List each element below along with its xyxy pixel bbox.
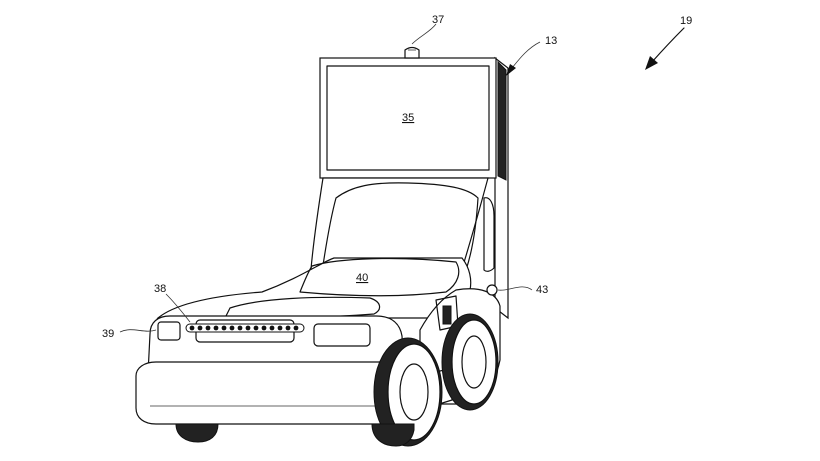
label-35: 35 [402, 112, 414, 124]
reference-numerals: 19 13 37 35 40 38 39 43 [102, 14, 692, 340]
reference-arrow-19 [645, 27, 685, 70]
label-40: 40 [356, 272, 368, 284]
label-19: 19 [680, 15, 692, 27]
wheels [175, 313, 499, 447]
led-strip [185, 323, 305, 333]
leader-lines [119, 23, 541, 333]
label-38: 38 [154, 283, 166, 295]
label-37: 37 [432, 14, 444, 26]
label-43: 43 [536, 284, 548, 296]
front-lighting [157, 284, 498, 347]
label-13: 13 [545, 35, 557, 47]
display-unit [319, 46, 509, 320]
label-39: 39 [102, 328, 114, 340]
